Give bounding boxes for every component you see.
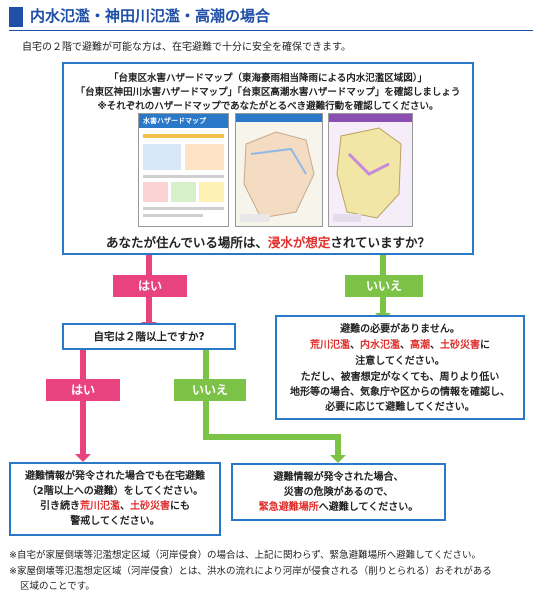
note-3: 区域のことです。 <box>20 581 95 592</box>
note-1: ※自宅が家屋倒壊等氾濫想定区域（河岸侵食）の場合は、上記に関わらず、緊急避難場所… <box>9 550 482 561</box>
intro-text: 自宅の２階で避難が可能な方は、在宅避難で十分に安全を確保できます。 <box>22 42 351 53</box>
no-floor-label: いいえ <box>174 379 246 401</box>
stay-line-3: 引き続き荒川氾濫、土砂災害にも <box>40 501 190 512</box>
flood-question: あなたが住んでいる場所は、浸水が想定されていますか？ <box>105 235 431 250</box>
no-evac-line-4: ただし、被害想定がなくても、周りより低い <box>300 372 500 383</box>
evac-line-2: 災害の危険があるので、 <box>283 487 394 498</box>
no-evac-line-3: 注意してください。 <box>355 356 445 367</box>
hazard-map-thumbnail-1-graphic <box>139 114 228 217</box>
hazard-map-thumbnail-3-graphic <box>329 114 412 222</box>
no-evac-line-5: 地形等の場合、気象庁や区からの情報を確認し、 <box>290 387 510 398</box>
stay-line-2: （2階以上への避難）をしてください。 <box>26 486 204 497</box>
stay-line-1: 避難情報が発令された場合でも在宅避難 <box>25 471 205 482</box>
evacuate-box <box>231 463 446 521</box>
title-marker <box>9 7 23 27</box>
page-title: 内水氾濫・神田川氾濫・高潮の場合 <box>30 7 271 25</box>
floor-question-box <box>62 323 236 350</box>
evac-line-1: 避難情報が発令された場合、 <box>273 472 404 483</box>
hazard-map-line-2: 「台東区神田川水害ハザードマップ」「台東区高潮水害ハザードマップ」を確認しましょ… <box>75 87 461 98</box>
floor-question-text: 自宅は２階以上ですか? <box>93 331 205 343</box>
no-flood-label: いいえ <box>345 275 423 297</box>
stay-home-box <box>9 462 221 536</box>
hazard-map-thumbnail-1: 水害ハザードマップ <box>138 113 229 227</box>
stay-line-4: 警戒してください。 <box>70 516 160 527</box>
hazard-map-line-1: 「台東区水害ハザードマップ（東海豪雨相当降雨による内水氾濫区域図）」 <box>109 73 427 84</box>
note-2: ※家屋倒壊等氾濫想定区域（河岸侵食）とは、洪水の流れにより河岸が侵食される（削り… <box>9 566 492 577</box>
hazard-map-line-3: ※それぞれのハザードマップであなたがとるべき避難行動を確認してください。 <box>97 101 439 112</box>
evac-line-3: 緊急避難場所へ避難してください。 <box>258 502 419 513</box>
no-evac-line-6: 必要に応じて避難してください。 <box>325 402 475 413</box>
title-underline <box>9 30 533 31</box>
no-evac-line-1: 避難の必要がありません。 <box>340 324 460 335</box>
hazard-map-thumbnail-2-graphic <box>236 114 322 222</box>
no-evacuation-box <box>275 315 525 420</box>
yes-floor-label: はい <box>46 379 120 401</box>
thumbnail-1-title: 水害ハザードマップ <box>143 117 206 125</box>
hazard-map-thumbnail-2 <box>235 113 323 227</box>
hazard-map-thumbnail-3 <box>328 113 413 227</box>
no-evac-line-2: 荒川氾濫、内水氾濫、高潮、土砂災害に <box>310 340 490 351</box>
yes-flood-label: はい <box>113 275 187 297</box>
